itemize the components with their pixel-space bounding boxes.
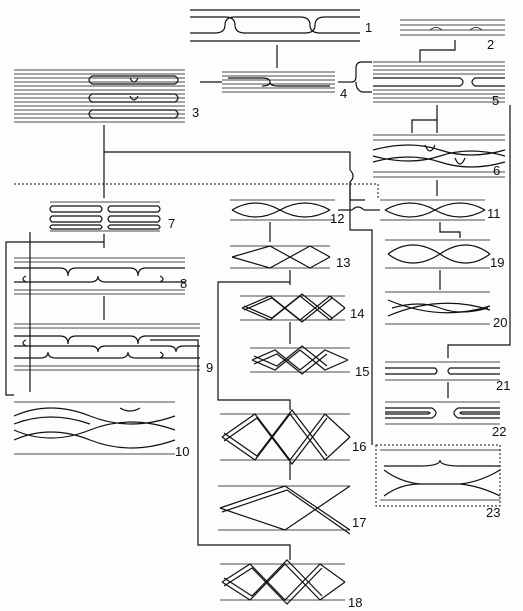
- node-1: 1: [190, 9, 372, 42]
- node-18: 18: [220, 559, 362, 610]
- node-label-1: 1: [365, 20, 372, 35]
- node-16: 16: [220, 409, 366, 465]
- node-17: 17: [218, 485, 366, 535]
- node-label-12: 12: [330, 211, 344, 226]
- node-label-7: 7: [168, 216, 175, 231]
- node-10: 10: [13, 401, 189, 459]
- node-label-4: 4: [340, 86, 347, 101]
- node-label-16: 16: [352, 439, 366, 454]
- node-13: 13: [230, 245, 350, 270]
- node-14: 14: [240, 293, 364, 323]
- node-23: 23: [380, 449, 500, 520]
- node-22: 22: [385, 401, 506, 439]
- node-9: 9: [14, 323, 213, 375]
- node-20: 20: [385, 291, 507, 330]
- node-2: 2: [400, 19, 505, 52]
- node-label-18: 18: [348, 595, 362, 610]
- node-label-20: 20: [493, 315, 507, 330]
- node-19: 19: [385, 239, 504, 270]
- node-label-11: 11: [487, 206, 501, 221]
- node-label-23: 23: [486, 505, 500, 520]
- node-3: 3: [14, 69, 199, 123]
- node-8: 8: [14, 257, 187, 295]
- node-4: 4: [222, 71, 347, 101]
- node-5: 5: [373, 61, 505, 108]
- node-7: 7: [49, 201, 175, 232]
- node-12: 12: [230, 199, 344, 226]
- node-11: 11: [380, 199, 501, 221]
- node-6: 6: [372, 134, 506, 178]
- node-label-15: 15: [355, 364, 369, 379]
- node-label-10: 10: [175, 444, 189, 459]
- connectors: [5, 40, 511, 560]
- node-label-22: 22: [492, 424, 506, 439]
- node-label-6: 6: [493, 163, 500, 178]
- node-label-2: 2: [487, 37, 494, 52]
- node-label-13: 13: [336, 255, 350, 270]
- node-label-21: 21: [496, 378, 510, 393]
- node-label-3: 3: [192, 105, 199, 120]
- node-label-9: 9: [206, 360, 213, 375]
- node-label-5: 5: [492, 93, 499, 108]
- node-label-19: 19: [490, 255, 504, 270]
- node-15: 15: [250, 345, 369, 379]
- node-label-8: 8: [180, 276, 187, 291]
- node-21: 21: [385, 361, 510, 393]
- node-label-17: 17: [352, 515, 366, 530]
- node-label-14: 14: [350, 306, 364, 321]
